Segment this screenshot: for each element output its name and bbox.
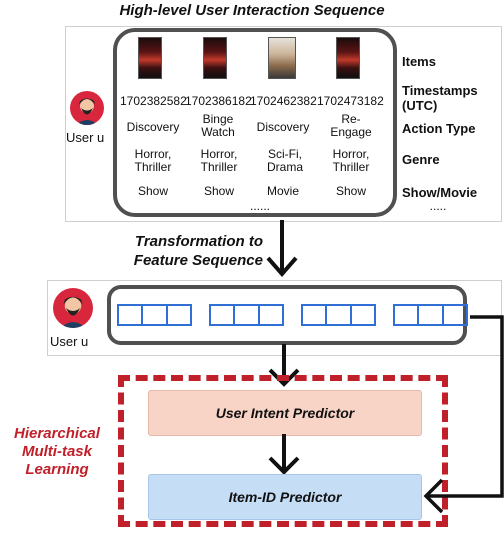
diagram-title: High-level User Interaction Sequence: [119, 2, 385, 19]
user-intent-predictor: User Intent Predictor: [148, 390, 422, 436]
labels-ellipsis: .....: [429, 199, 447, 213]
arrow-left-icon: [423, 315, 504, 514]
item-type: Movie: [266, 184, 299, 198]
label-show-movie: Show/Movie: [402, 185, 478, 200]
item-genre: Horror, Thriller: [134, 147, 172, 174]
multitask-frame: [118, 375, 448, 527]
feature-block: [393, 304, 468, 326]
transformation-label: Transformation to Feature Sequence: [133, 233, 263, 269]
arrow-down-icon: [268, 434, 300, 475]
item-type: Show: [335, 184, 367, 198]
item-genre: Sci-Fi, Drama: [266, 147, 303, 174]
side-label: Hierarchical Multi-task Learning: [14, 425, 100, 478]
user-label: User u: [66, 130, 105, 145]
poster-icon: [138, 37, 162, 79]
label-action-type: Action Type: [402, 121, 476, 136]
label-items: Items: [402, 54, 436, 69]
arrow-down-icon: [266, 220, 298, 278]
user-avatar-icon: [53, 288, 93, 328]
user-label: User u: [50, 334, 89, 349]
feature-block: [301, 304, 376, 326]
item-action: Binge Watch: [201, 112, 235, 139]
label-timestamps: Timestamps (UTC): [402, 83, 478, 113]
feature-sequence: [117, 304, 468, 326]
feature-block: [117, 304, 192, 326]
item-action: Discovery: [126, 120, 180, 134]
poster-icon: [203, 37, 227, 79]
item-type: Show: [137, 184, 169, 198]
item-genre: Horror, Thriller: [200, 147, 238, 174]
item-id-predictor: Item-ID Predictor: [148, 474, 422, 520]
label-genre: Genre: [402, 152, 440, 167]
item-timestamp: 1702473182: [317, 94, 384, 108]
item-timestamp: 1702462382: [250, 94, 317, 108]
item-timestamp: 1702382582: [120, 94, 187, 108]
user-avatar-icon: [70, 91, 104, 125]
feature-block: [209, 304, 284, 326]
item-action: Re-Engage: [330, 112, 372, 139]
item-timestamp: 1702386182: [185, 94, 252, 108]
items-ellipsis: ......: [249, 199, 270, 213]
poster-icon: [268, 37, 296, 79]
item-type: Show: [203, 184, 235, 198]
item-genre: Horror, Thriller: [332, 147, 370, 174]
item-action: Discovery: [256, 120, 310, 134]
poster-icon: [336, 37, 360, 79]
